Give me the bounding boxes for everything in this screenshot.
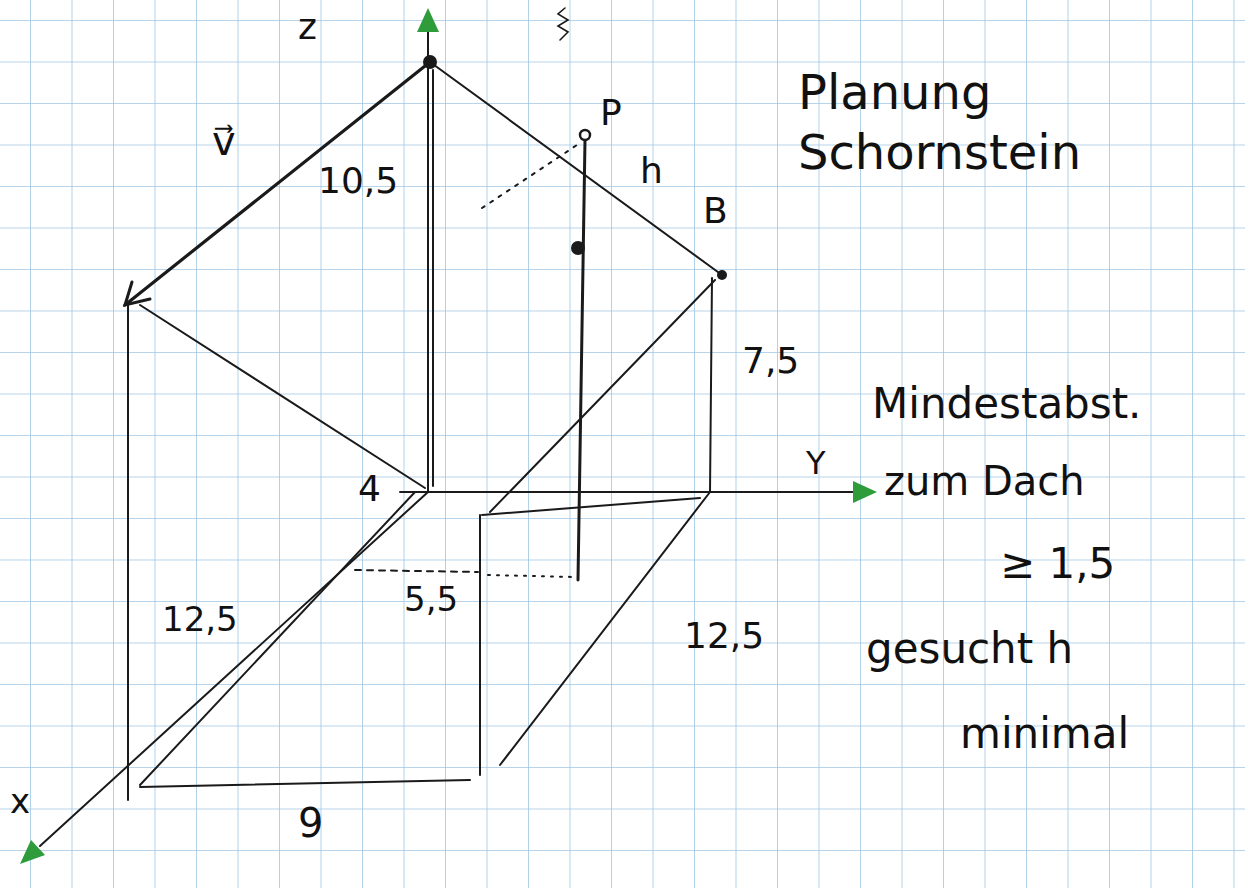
note-text: gesucht h [866,625,1073,673]
house-edge [490,280,715,512]
note-text: ≥ 1,5 [1000,540,1115,588]
roof-edge [430,62,722,275]
chimney-line [578,140,585,580]
axis-name: z [298,6,317,47]
axis-arrowhead [417,8,439,32]
smoke-mark [558,8,568,40]
axis-arrowhead [20,840,45,864]
helper-line [482,143,580,208]
house-sketch [40,8,855,846]
house-edge [500,492,710,765]
dimension: 10,5 [318,160,398,201]
variable-name: h [640,150,663,191]
note-text: zum Dach [884,458,1085,504]
note-text: Mindestabst. [872,380,1141,428]
house-edge [482,498,700,515]
dimension: 4 [358,468,381,509]
dimension: 12,5 [684,615,764,656]
house-edge [432,70,434,486]
axis-arrowhead [853,481,877,503]
apex-point [423,55,437,69]
house-edge [710,278,712,492]
point-name: B [703,190,728,231]
dimension: 9 [298,800,323,846]
axis-name: Y [806,445,826,482]
house-edge [140,492,415,785]
house-edge [479,515,481,775]
note-text: minimal [960,710,1129,758]
helper-line [488,575,575,577]
sketch-title: Planung Schornstein [798,62,1198,182]
dimension: 5,5 [404,580,458,619]
y-axis [400,491,855,493]
helper-line [355,570,478,572]
axis-name: x [10,782,30,821]
roof-point [571,241,585,255]
house-edge [140,305,425,488]
house-edge [127,305,129,800]
point-b [717,270,727,280]
point-p [580,130,590,140]
roof-vector [125,62,430,305]
house-edge [140,780,470,787]
vector-head [125,282,150,305]
x-axis [40,492,428,846]
point-name: P [600,92,622,133]
vector-name: v⃗ [212,118,236,164]
z-axis [427,30,429,492]
dimension: 12,5 [162,600,238,639]
dimension: 7,5 [742,340,799,381]
